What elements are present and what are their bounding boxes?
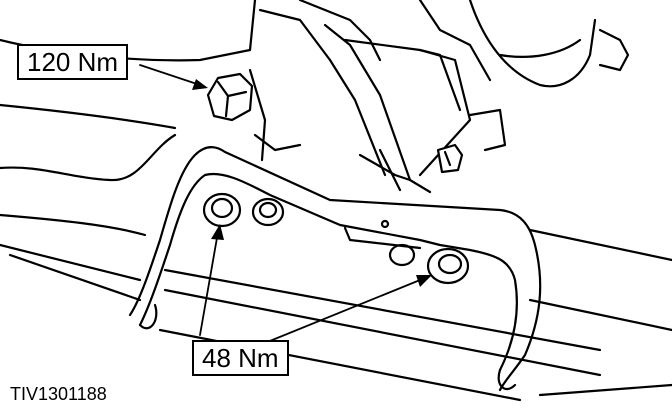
arrowhead-icon bbox=[211, 224, 224, 240]
engine-body-outline bbox=[0, 0, 672, 402]
leader-lines bbox=[139, 64, 426, 346]
side-bolt bbox=[436, 143, 464, 174]
lower-right-nut bbox=[388, 243, 470, 285]
upper-bolt bbox=[206, 72, 254, 122]
upper-torque-leader bbox=[139, 64, 201, 86]
lower-right-leader bbox=[259, 277, 426, 346]
arrowhead-icon bbox=[416, 275, 432, 287]
arrowhead-icon bbox=[192, 79, 208, 90]
lower-torque-callout: 48 Nm bbox=[192, 340, 289, 376]
upper-torque-callout: 120 Nm bbox=[17, 44, 129, 80]
mount-column bbox=[248, 8, 507, 194]
lower-left-nut bbox=[202, 192, 285, 228]
arrowheads bbox=[192, 79, 432, 287]
lower-left-leader bbox=[199, 231, 219, 336]
figure-reference-id: TIV1301188 bbox=[10, 384, 107, 404]
